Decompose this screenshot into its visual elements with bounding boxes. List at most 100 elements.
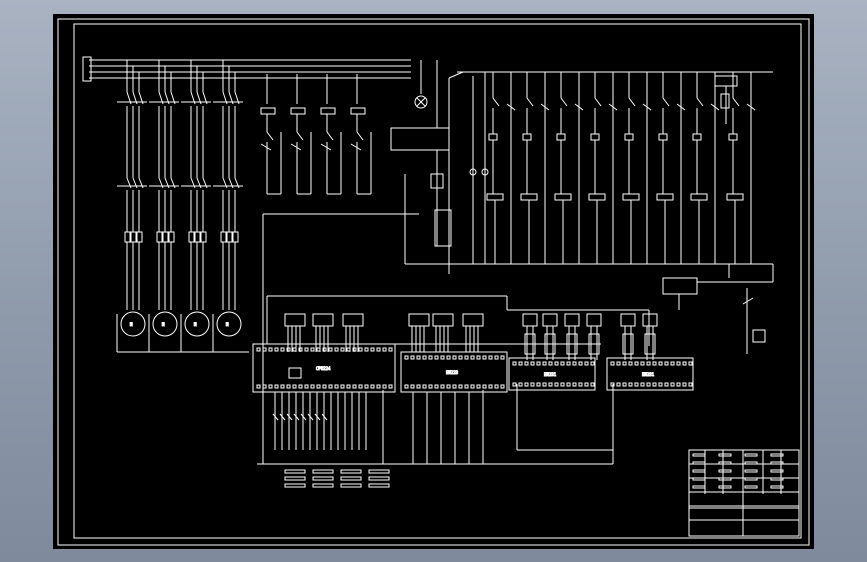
legend-entry xyxy=(340,476,362,481)
terminal-block xyxy=(342,313,364,352)
output-wire xyxy=(272,392,279,450)
title-block-cell xyxy=(692,485,706,489)
control-rung xyxy=(656,72,686,264)
sensor-terminal xyxy=(642,313,658,360)
plc-module-label: EM231 xyxy=(544,372,557,377)
output-wire xyxy=(307,392,314,450)
power-bus xyxy=(82,56,411,82)
legend-entry xyxy=(312,483,334,488)
legend-entry xyxy=(312,476,334,481)
title-block-cell xyxy=(744,477,758,481)
title-block-cell xyxy=(692,469,706,473)
title-block-cell xyxy=(770,461,784,465)
title-block-cell xyxy=(770,453,784,457)
title-block-cell xyxy=(692,453,706,457)
sensor-terminal xyxy=(586,313,602,360)
output-wire xyxy=(293,392,300,450)
title-block-cell xyxy=(718,485,732,489)
relay-branch xyxy=(320,74,342,195)
motor-label: M xyxy=(162,322,165,327)
legend-entry xyxy=(284,483,306,488)
motor-symbol xyxy=(152,311,178,337)
legend-entry xyxy=(368,483,390,488)
title-block-cell xyxy=(744,485,758,489)
relay-branch xyxy=(260,74,282,195)
motor-symbol xyxy=(120,311,146,337)
title-block-cell xyxy=(770,477,784,481)
title-block-cell xyxy=(744,461,758,465)
plc-module: CPU224 xyxy=(252,343,396,393)
control-transformer xyxy=(714,75,738,87)
sensor-terminal xyxy=(542,313,558,360)
control-circuit xyxy=(448,71,773,274)
title-block-cell xyxy=(692,461,706,465)
legend-entry xyxy=(284,469,306,474)
motor-symbol xyxy=(216,311,242,337)
title-block-cell xyxy=(718,469,732,473)
title-block-cell xyxy=(718,453,732,457)
title-block-cell xyxy=(718,477,732,481)
control-rung xyxy=(690,72,720,264)
plc-module: EM223 xyxy=(400,351,508,393)
plc-module: EM231 xyxy=(508,357,596,391)
legend-block xyxy=(284,469,390,488)
relay-km-box xyxy=(662,277,698,295)
interconnect-wiring xyxy=(257,174,774,465)
plc-module-label: EM223 xyxy=(446,370,459,375)
terminal-block xyxy=(462,313,484,352)
plc-module: EM231 xyxy=(606,357,694,391)
output-wire xyxy=(286,392,293,450)
title-block xyxy=(688,449,800,537)
motor-branch: M xyxy=(212,60,249,353)
relay-branch-group xyxy=(260,74,372,195)
motor-branch: M xyxy=(116,60,153,353)
control-rung xyxy=(726,72,756,264)
transformer-box xyxy=(390,127,450,151)
plc-output-wiring xyxy=(272,392,484,464)
motor-symbol xyxy=(184,311,210,337)
control-rung xyxy=(486,72,516,264)
legend-entry xyxy=(340,483,362,488)
legend-entry xyxy=(284,476,306,481)
motor-label: M xyxy=(194,322,197,327)
output-wire xyxy=(300,392,307,450)
title-block-cell xyxy=(744,469,758,473)
terminal-block xyxy=(408,313,430,352)
motor-label: M xyxy=(226,322,229,327)
terminal-block xyxy=(432,313,454,352)
legend-entry xyxy=(368,469,390,474)
motor-branch: M xyxy=(148,60,185,353)
plc-module-label: EM231 xyxy=(642,372,655,377)
legend-entry xyxy=(312,469,334,474)
plc-input-terminals xyxy=(284,313,658,360)
title-block-cell xyxy=(718,461,732,465)
legend-entry xyxy=(340,469,362,474)
lamp-transformer-group xyxy=(390,60,452,247)
control-rung xyxy=(520,72,550,264)
terminal-block xyxy=(312,313,334,352)
motor-branch: M xyxy=(180,60,217,353)
title-block-cell xyxy=(692,477,706,481)
control-rung xyxy=(588,72,618,264)
terminal-block xyxy=(284,313,306,352)
title-block-cell xyxy=(770,469,784,473)
legend-entry xyxy=(368,476,390,481)
relay-branch xyxy=(350,74,372,195)
relay-branch xyxy=(290,74,312,195)
output-wire xyxy=(279,392,286,450)
control-rung xyxy=(554,72,584,264)
plc-module-label: CPU224 xyxy=(316,366,331,371)
control-rung xyxy=(622,72,652,264)
output-wire xyxy=(321,392,328,450)
sensor-terminal xyxy=(522,313,538,360)
motor-label: M xyxy=(130,322,133,327)
indicator-lamp-symbol xyxy=(414,95,428,109)
output-wire xyxy=(314,392,321,450)
sensor-terminal xyxy=(620,313,636,360)
title-block-cell xyxy=(744,453,758,457)
